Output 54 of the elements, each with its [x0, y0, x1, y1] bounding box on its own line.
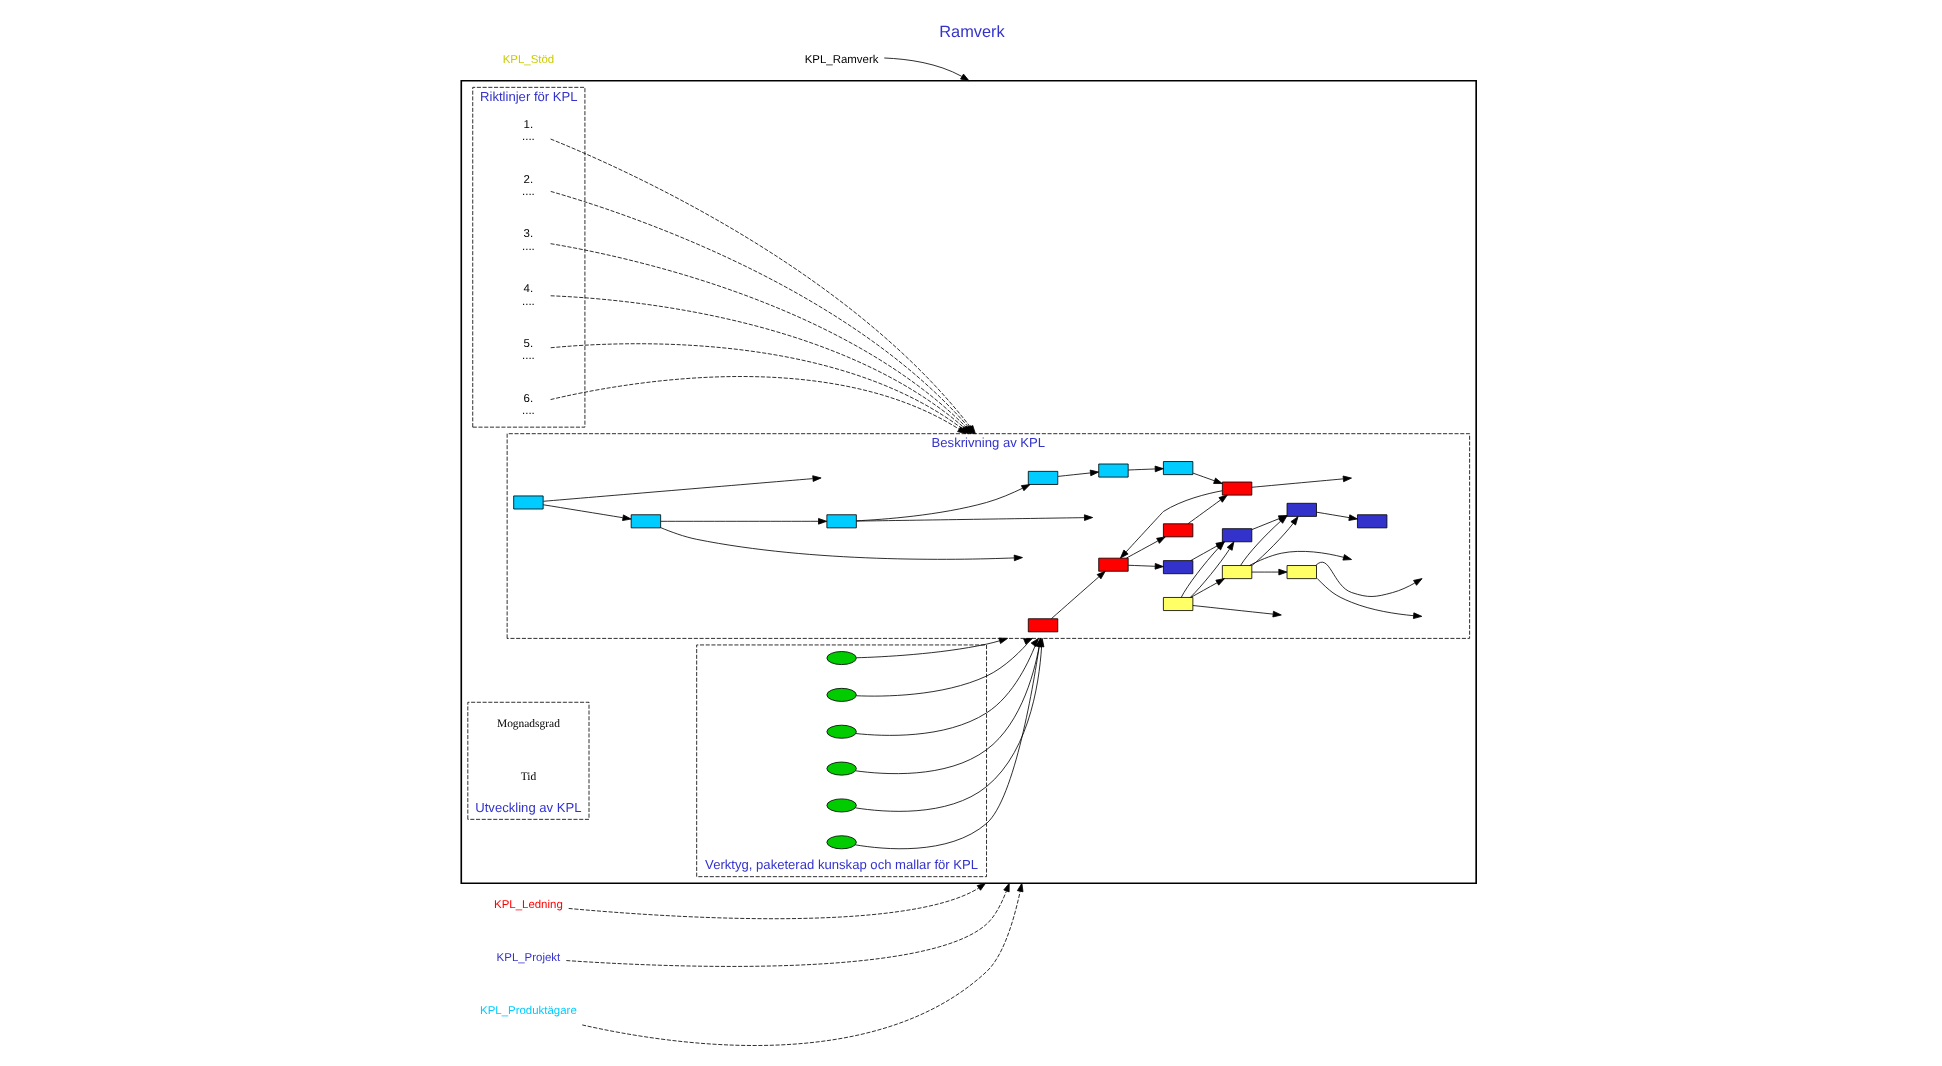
node-box: [1220, 481, 1252, 496]
arrow: [1191, 472, 1222, 484]
arrow: [855, 514, 1093, 522]
arrow: [1050, 570, 1105, 619]
node-box: [1162, 523, 1193, 538]
node-box: [629, 514, 661, 529]
arrow: [541, 504, 631, 521]
arrow: [659, 527, 1022, 562]
arrow: [1189, 578, 1224, 598]
node-box: [1162, 461, 1193, 476]
arrow: [1126, 563, 1163, 570]
node-box: [1097, 557, 1128, 572]
node-box: [512, 495, 543, 510]
node-box: [1162, 560, 1193, 575]
node-box: [1220, 565, 1252, 580]
arrow: [855, 484, 1030, 522]
arrow: [1126, 465, 1163, 473]
arrow: [854, 638, 1038, 736]
arrow: [1125, 536, 1165, 559]
node-box: [1026, 618, 1058, 633]
node-ellipse: [825, 651, 856, 665]
arrow: [542, 475, 821, 502]
arrow: [1315, 511, 1357, 521]
node-box: [1285, 565, 1316, 580]
node-ellipse: [825, 798, 856, 813]
node-box: [1026, 470, 1058, 485]
arrow: [1056, 469, 1099, 477]
node-box: [1220, 528, 1252, 543]
arrow: [580, 882, 1023, 1046]
arrow: [1314, 561, 1422, 597]
arrow: [1191, 605, 1281, 618]
arrow: [882, 57, 969, 82]
node-ellipse: [825, 724, 856, 739]
node-ellipse: [825, 687, 856, 702]
diagram-title: Ramverk: [938, 22, 1004, 41]
arrow: [567, 882, 985, 920]
arrow: [854, 638, 1032, 697]
node-ellipse: [825, 835, 856, 850]
arrow: [1250, 475, 1351, 488]
node-box: [1097, 463, 1128, 478]
node-box: [1285, 502, 1316, 517]
arrow: [659, 518, 827, 525]
arrow: [1250, 568, 1287, 576]
arrow: [549, 376, 966, 435]
node-box: [825, 514, 856, 529]
cluster: [459, 80, 1476, 885]
node-box: [1356, 514, 1387, 529]
arrow: [564, 882, 1009, 967]
arrow: [1315, 578, 1422, 619]
arrow: [1186, 494, 1227, 524]
arrow: [1248, 550, 1351, 566]
node-ellipse: [825, 761, 856, 776]
node-box: [1162, 597, 1193, 611]
arrow: [855, 637, 1007, 659]
